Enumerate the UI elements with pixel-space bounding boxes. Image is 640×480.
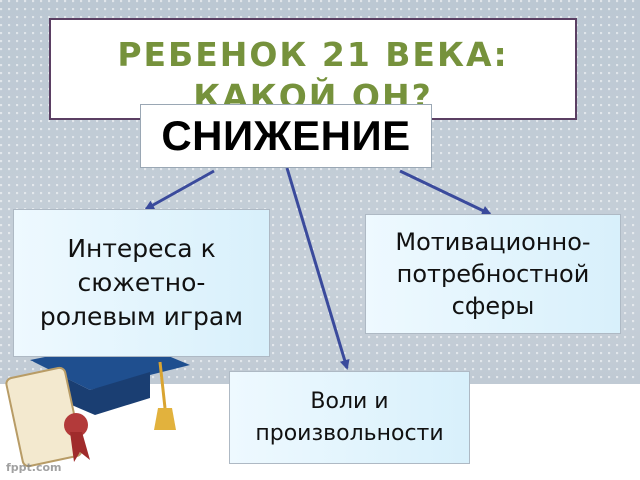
arrow-to-left-node	[144, 169, 215, 211]
node-right-line: сферы	[451, 292, 535, 320]
node-right-text: Мотивационно- потребностной сферы	[395, 226, 590, 322]
center-label: СНИЖЕНИЕ	[161, 112, 411, 159]
decor-illustration	[5, 340, 190, 468]
node-left: Интереса к сюжетно- ролевым играм	[13, 209, 270, 357]
watermark: fppt.com	[6, 461, 62, 474]
node-bottom: Воли и произвольности	[229, 371, 470, 464]
node-bottom-text: Воли и произвольности	[255, 386, 443, 450]
node-left-line: сюжетно-	[77, 268, 206, 297]
node-bottom-line: произвольности	[255, 420, 444, 446]
node-right: Мотивационно- потребностной сферы	[365, 214, 621, 334]
arrow-to-bottom-node	[285, 167, 350, 370]
center-box: СНИЖЕНИЕ	[140, 104, 432, 168]
node-left-line: ролевым играм	[39, 302, 244, 331]
arrow-to-right-node	[399, 169, 492, 216]
node-right-line: потребностной	[396, 260, 590, 288]
node-right-line: Мотивационно-	[395, 228, 591, 256]
node-bottom-line: Воли и	[310, 388, 389, 414]
node-left-text: Интереса к сюжетно- ролевым играм	[40, 232, 243, 334]
diploma-scroll-icon	[5, 366, 90, 468]
node-left-line: Интереса к	[67, 234, 216, 263]
